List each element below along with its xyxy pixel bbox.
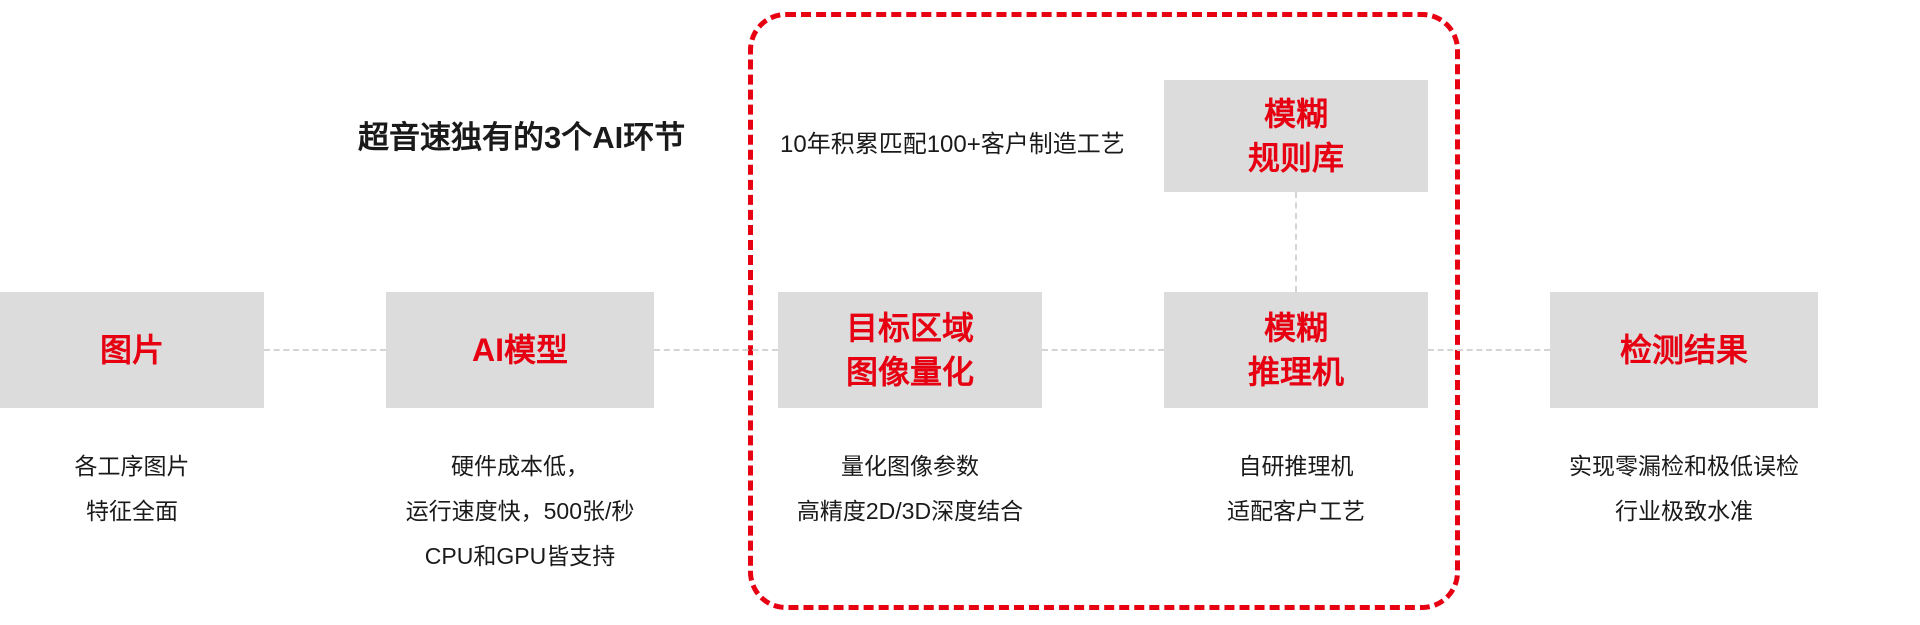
node-label: 目标区域 bbox=[845, 310, 974, 346]
connector-image-to-aimodel bbox=[264, 349, 386, 351]
desc-detection-result: 实现零漏检和极低误检 行业极致水准 bbox=[1464, 444, 1904, 534]
node-fuzzy-rule-library: 模糊 规则库 bbox=[1164, 80, 1428, 192]
desc-ai-model: 硬件成本低， 运行速度快，500张/秒 CPU和GPU皆支持 bbox=[300, 444, 740, 579]
connector-quantization-to-fuzzy bbox=[1042, 349, 1164, 351]
dashed-frame-caption: 10年积累匹配100+客户制造工艺 bbox=[780, 131, 1125, 158]
node-target-quantization: 目标区域 图像量化 bbox=[778, 292, 1042, 408]
desc-line: 高精度2D/3D深度结合 bbox=[796, 498, 1024, 524]
desc-target-quantization: 量化图像参数 高精度2D/3D深度结合 bbox=[690, 444, 1130, 534]
node-ai-model: AI模型 bbox=[386, 292, 654, 408]
desc-line: 各工序图片 bbox=[74, 453, 190, 479]
desc-line: 自研推理机 bbox=[1238, 453, 1354, 479]
node-fuzzy-inference: 模糊 推理机 bbox=[1164, 292, 1428, 408]
node-label: 图片 bbox=[99, 332, 164, 368]
desc-line: 行业极致水准 bbox=[1615, 498, 1753, 524]
node-detection-result: 检测结果 bbox=[1550, 292, 1818, 408]
desc-line: 实现零漏检和极低误检 bbox=[1569, 453, 1799, 479]
node-label: 规则库 bbox=[1247, 140, 1344, 176]
node-label: 推理机 bbox=[1247, 354, 1344, 390]
diagram-title: 超音速独有的3个AI环节 bbox=[358, 120, 686, 155]
desc-line: 量化图像参数 bbox=[841, 453, 979, 479]
node-label: 模糊 bbox=[1263, 96, 1328, 132]
desc-line: 运行速度快，500张/秒 bbox=[405, 498, 635, 524]
ai-stages-dashed-frame bbox=[748, 12, 1460, 610]
node-label: AI模型 bbox=[471, 332, 568, 368]
desc-fuzzy-inference: 自研推理机 适配客户工艺 bbox=[1076, 444, 1516, 534]
node-label: 图像量化 bbox=[845, 354, 974, 390]
connector-fuzzy-to-result bbox=[1428, 349, 1550, 351]
desc-line: CPU和GPU皆支持 bbox=[424, 543, 616, 569]
connector-rulebox-to-fuzzy bbox=[1295, 192, 1297, 292]
desc-line: 硬件成本低， bbox=[451, 453, 589, 479]
desc-line: 特征全面 bbox=[86, 498, 178, 524]
desc-line: 适配客户工艺 bbox=[1227, 498, 1365, 524]
node-label: 模糊 bbox=[1263, 310, 1328, 346]
node-image: 图片 bbox=[0, 292, 264, 408]
node-label: 检测结果 bbox=[1619, 332, 1748, 368]
connector-aimodel-to-quantization bbox=[654, 349, 778, 351]
desc-image: 各工序图片 特征全面 bbox=[0, 444, 352, 534]
